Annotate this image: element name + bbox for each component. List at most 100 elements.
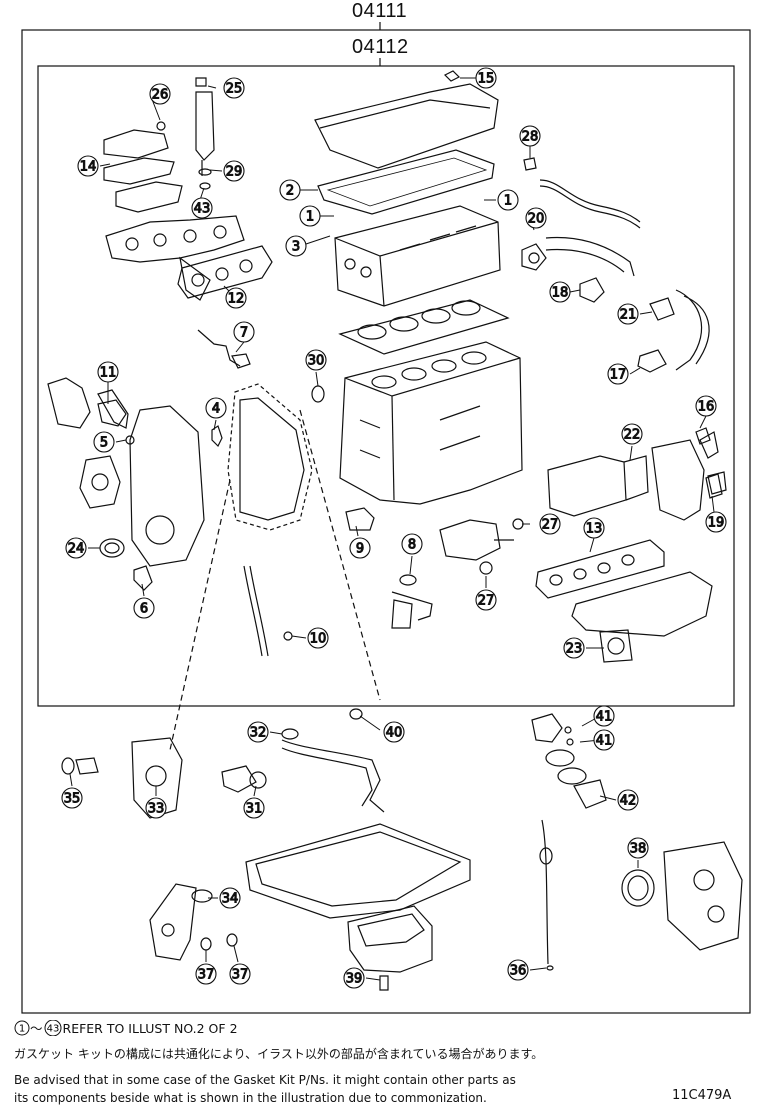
svg-text:36: 36 [510, 964, 527, 979]
callout-12: 12 [225, 287, 247, 309]
refer-range-separator: ～ [30, 1021, 43, 1036]
svg-text:30: 30 [308, 354, 325, 369]
english-note-line-1: Be advised that in some case of the Gask… [14, 1073, 516, 1087]
inner-kit-code: 04112 [352, 36, 409, 58]
svg-text:5: 5 [100, 436, 108, 451]
svg-text:16: 16 [698, 400, 715, 415]
svg-text:21: 21 [620, 308, 637, 323]
callout-23: 23 [563, 637, 585, 659]
svg-text:19: 19 [708, 516, 725, 531]
callout-7: 7 [233, 321, 255, 343]
callout-37: 37 [229, 963, 251, 985]
svg-text:15: 15 [478, 72, 495, 87]
svg-text:20: 20 [528, 212, 545, 227]
svg-text:40: 40 [386, 726, 403, 741]
callout-27: 27 [539, 513, 561, 535]
svg-text:22: 22 [624, 428, 641, 443]
callout-30: 30 [305, 349, 327, 371]
callout-20: 20 [525, 207, 547, 229]
svg-text:27: 27 [478, 594, 495, 609]
callout-3: 3 [285, 235, 307, 257]
callout-41: 41 [593, 729, 615, 751]
svg-text:14: 14 [80, 160, 97, 175]
callout-5: 5 [93, 431, 115, 453]
callout-2: 2 [279, 179, 301, 201]
callout-11: 11 [97, 361, 119, 383]
svg-text:28: 28 [522, 130, 539, 145]
callout-end-icon: 43 [44, 1019, 62, 1037]
svg-text:7: 7 [240, 326, 248, 341]
callout-37: 37 [195, 963, 217, 985]
svg-text:11: 11 [100, 366, 117, 381]
callout-22: 22 [621, 423, 643, 445]
svg-text:3: 3 [292, 240, 300, 255]
callout-6: 6 [133, 597, 155, 619]
svg-text:43: 43 [46, 1024, 59, 1035]
callout-42: 42 [617, 789, 639, 811]
svg-text:32: 32 [250, 726, 267, 741]
callout-8: 8 [401, 533, 423, 555]
callout-27: 27 [475, 589, 497, 611]
callout-1: 1 [299, 205, 321, 227]
svg-text:41: 41 [596, 734, 613, 749]
svg-text:13: 13 [586, 522, 603, 537]
svg-text:37: 37 [198, 968, 215, 983]
svg-text:41: 41 [596, 710, 613, 725]
callout-33: 33 [145, 797, 167, 819]
callout-21: 21 [617, 303, 639, 325]
callout-32: 32 [247, 721, 269, 743]
inner-kit-frame [37, 65, 735, 707]
svg-text:42: 42 [620, 794, 637, 809]
svg-text:35: 35 [64, 792, 81, 807]
callout-1: 1 [497, 189, 519, 211]
callout-24: 24 [65, 537, 87, 559]
callout-9: 9 [349, 537, 371, 559]
svg-text:1: 1 [504, 194, 512, 209]
callout-19: 19 [705, 511, 727, 533]
callout-15: 15 [475, 67, 497, 89]
outer-kit-code: 04111 [352, 0, 408, 22]
callout-start-icon: 1 [14, 1020, 30, 1036]
svg-text:18: 18 [552, 286, 569, 301]
callout-35: 35 [61, 787, 83, 809]
callout-16: 16 [695, 395, 717, 417]
svg-text:27: 27 [542, 518, 559, 533]
svg-text:1: 1 [306, 210, 314, 225]
svg-text:1: 1 [19, 1024, 25, 1035]
svg-text:37: 37 [232, 968, 249, 983]
svg-text:43: 43 [194, 202, 211, 217]
outer-kit-frame [21, 29, 751, 1014]
refer-text: REFER TO ILLUST NO.2 OF 2 [62, 1021, 238, 1036]
svg-text:38: 38 [630, 842, 647, 857]
svg-text:23: 23 [566, 642, 583, 657]
callout-25: 25 [223, 77, 245, 99]
callout-4: 4 [205, 397, 227, 419]
svg-text:25: 25 [226, 82, 243, 97]
svg-text:4: 4 [212, 402, 220, 417]
svg-text:33: 33 [148, 802, 165, 817]
svg-text:29: 29 [226, 165, 243, 180]
svg-text:8: 8 [408, 538, 416, 553]
svg-text:26: 26 [152, 88, 169, 103]
illustration-id: 11C479A [672, 1088, 732, 1103]
callout-28: 28 [519, 125, 541, 147]
callout-39: 39 [343, 967, 365, 989]
callout-43: 43 [191, 197, 213, 219]
svg-text:34: 34 [222, 892, 239, 907]
callout-40: 40 [383, 721, 405, 743]
svg-text:9: 9 [356, 542, 364, 557]
callout-29: 29 [223, 160, 245, 182]
japanese-note: ガスケット キットの構成には共通化により、イラスト以外の部品が含まれている場合が… [14, 1047, 544, 1061]
callout-17: 17 [607, 363, 629, 385]
svg-text:10: 10 [310, 632, 327, 647]
callout-36: 36 [507, 959, 529, 981]
svg-text:12: 12 [228, 292, 245, 307]
english-note-line-2: its components beside what is shown in t… [14, 1091, 487, 1105]
callout-10: 10 [307, 627, 329, 649]
svg-text:31: 31 [246, 802, 263, 817]
svg-text:6: 6 [140, 602, 148, 617]
callout-31: 31 [243, 797, 265, 819]
callout-13: 13 [583, 517, 605, 539]
